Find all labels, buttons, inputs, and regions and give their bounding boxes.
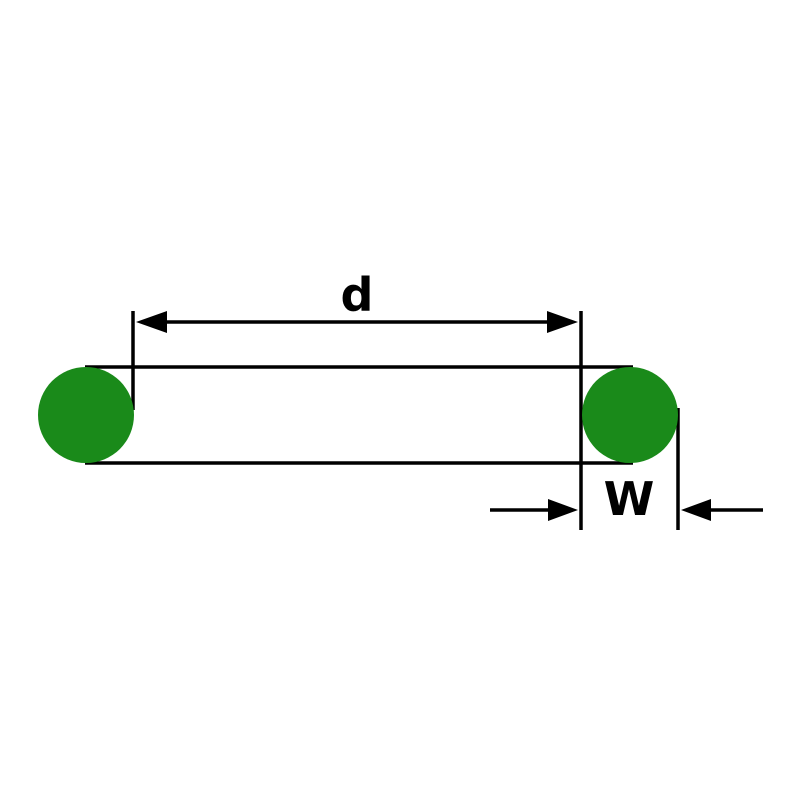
oring-cross-section-right	[582, 367, 678, 463]
inner-diameter-label: d	[341, 268, 374, 322]
cross-section-width-label: W	[604, 472, 655, 526]
diagram-lines	[85, 311, 763, 530]
width-arrowhead-right-icon	[681, 499, 711, 521]
oring-cross-section-left	[38, 367, 134, 463]
dimension-arrowheads	[136, 311, 711, 521]
diameter-arrowhead-right-icon	[547, 311, 578, 333]
width-arrowhead-left-icon	[548, 499, 578, 521]
diameter-arrowhead-left-icon	[136, 311, 167, 333]
